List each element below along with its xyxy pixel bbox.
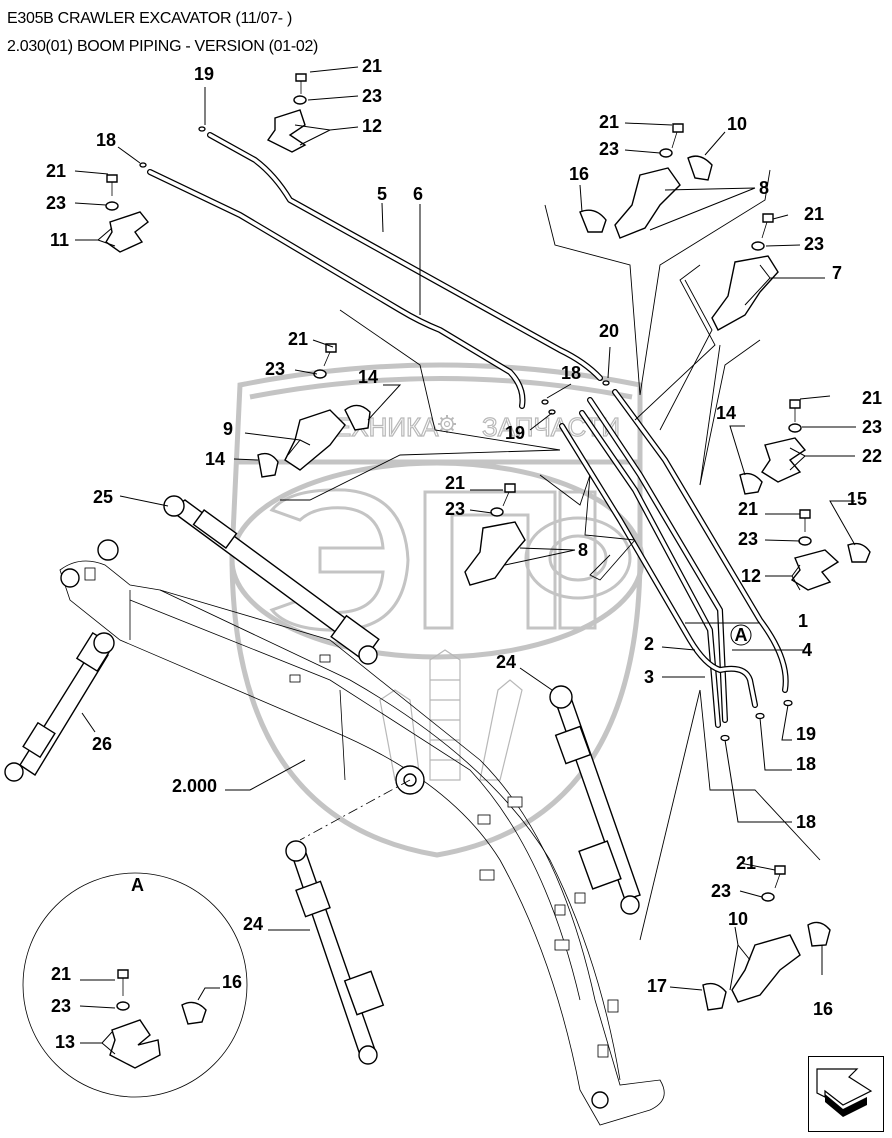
callout-26: 26 xyxy=(92,734,112,754)
callout-2000: 2.000 xyxy=(172,776,217,796)
clamp-group-9 xyxy=(257,343,371,478)
callout-21: 21 xyxy=(804,204,824,224)
callout-7: 7 xyxy=(832,263,842,283)
callout-23: 23 xyxy=(445,499,465,519)
detail-circle xyxy=(22,872,248,1098)
callout-18: 18 xyxy=(796,754,816,774)
callout-20: 20 xyxy=(599,321,619,341)
callout-23: 23 xyxy=(362,86,382,106)
callout-6: 6 xyxy=(413,184,423,204)
boom-2000 xyxy=(59,539,665,1126)
pipe-6 xyxy=(147,169,526,409)
callout-3: 3 xyxy=(644,667,654,687)
callout-8: 8 xyxy=(759,178,769,198)
callout-14: 14 xyxy=(205,449,225,469)
callout-21: 21 xyxy=(445,473,465,493)
callout-21: 21 xyxy=(862,388,882,408)
callout-2: 2 xyxy=(644,634,654,654)
callout-14: 14 xyxy=(716,403,736,423)
callout-19: 19 xyxy=(505,423,525,443)
callout-labels: 19 18 21 23 12 21 23 11 5 6 21 23 10 16 … xyxy=(46,56,882,1052)
callout-21: 21 xyxy=(51,964,71,984)
callout-24: 24 xyxy=(496,652,516,672)
callout-24: 24 xyxy=(243,914,263,934)
clamp-group-22 xyxy=(739,399,807,495)
callout-21: 21 xyxy=(46,161,66,181)
watermark-towers xyxy=(379,649,523,781)
section-title: 2.030(01) BOOM PIPING - VERSION (01-02) xyxy=(7,38,319,55)
callout-4: 4 xyxy=(802,640,812,660)
pipe-3 xyxy=(579,410,721,728)
callout-18: 18 xyxy=(561,363,581,383)
detail-marker-circle xyxy=(730,624,752,646)
callout-13: 13 xyxy=(55,1032,75,1052)
next-page-button[interactable] xyxy=(808,1056,884,1132)
callout-21: 21 xyxy=(736,853,756,873)
watermark-letter-p xyxy=(423,490,557,630)
clamp-group-7 xyxy=(711,213,779,331)
callout-23: 23 xyxy=(265,359,285,379)
gear-icon xyxy=(438,415,456,433)
leader-lines xyxy=(74,66,856,1055)
callout-23: 23 xyxy=(51,996,71,1016)
detail-view-a xyxy=(22,872,248,1098)
pipe-5 xyxy=(207,132,603,381)
pipe-4 xyxy=(587,397,728,723)
callout-5: 5 xyxy=(377,184,387,204)
pipe-2 xyxy=(559,423,758,708)
callout-23: 23 xyxy=(804,234,824,254)
callout-22: 22 xyxy=(862,446,882,466)
o-rings xyxy=(139,126,793,742)
callout-23: 23 xyxy=(862,417,882,437)
cylinder-26 xyxy=(4,631,115,782)
callout-16: 16 xyxy=(569,164,589,184)
callout-19: 19 xyxy=(796,724,816,744)
callout-21: 21 xyxy=(599,112,619,132)
callout-19: 19 xyxy=(194,64,214,84)
clamp-group-8-mid xyxy=(464,483,526,586)
callout-12: 12 xyxy=(741,566,761,586)
callout-21: 21 xyxy=(362,56,382,76)
watermark-inner-arc xyxy=(249,376,633,400)
callout-18: 18 xyxy=(96,130,116,150)
clamp-group-10-bottom xyxy=(702,865,831,1011)
return-arrow-icon xyxy=(816,1068,873,1117)
callout-23: 23 xyxy=(738,529,758,549)
callout-1: 1 xyxy=(798,611,808,631)
clamp-group-12-top xyxy=(266,73,307,153)
callout-14: 14 xyxy=(358,367,378,387)
callout-16: 16 xyxy=(813,999,833,1019)
cylinder-24-left xyxy=(285,840,385,1065)
model-title: E305B CRAWLER EXCAVATOR (11/07- ) xyxy=(7,10,293,27)
callout-23: 23 xyxy=(711,881,731,901)
watermark-letter-f xyxy=(524,490,632,630)
detail-title: A xyxy=(131,875,144,895)
callout-9: 9 xyxy=(223,419,233,439)
watermark-letter-e xyxy=(269,488,410,632)
watermark: ТЕХНИКА ЗАПЧАСТИ xyxy=(229,362,645,858)
callout-25: 25 xyxy=(93,487,113,507)
cylinder-24-right xyxy=(549,685,641,915)
callout-12: 12 xyxy=(362,116,382,136)
callout-15: 15 xyxy=(847,489,867,509)
callout-23: 23 xyxy=(46,193,66,213)
clamp-group-8-top xyxy=(579,123,713,239)
callout-23: 23 xyxy=(599,139,619,159)
guide-lines xyxy=(280,169,821,941)
callout-10: 10 xyxy=(727,114,747,134)
callout-17: 17 xyxy=(647,976,667,996)
callout-11: 11 xyxy=(50,230,69,250)
clamp-group-11 xyxy=(105,174,149,253)
callout-10: 10 xyxy=(728,909,748,929)
clamp-group-12-right xyxy=(790,509,871,591)
cylinder-25 xyxy=(163,495,380,665)
callout-16: 16 xyxy=(222,972,242,992)
detail-marker-label: A xyxy=(735,625,748,645)
callout-21: 21 xyxy=(288,329,308,349)
callout-8: 8 xyxy=(578,540,588,560)
boom-tabs xyxy=(84,567,619,1058)
callout-18: 18 xyxy=(796,812,816,832)
callout-21: 21 xyxy=(738,499,758,519)
